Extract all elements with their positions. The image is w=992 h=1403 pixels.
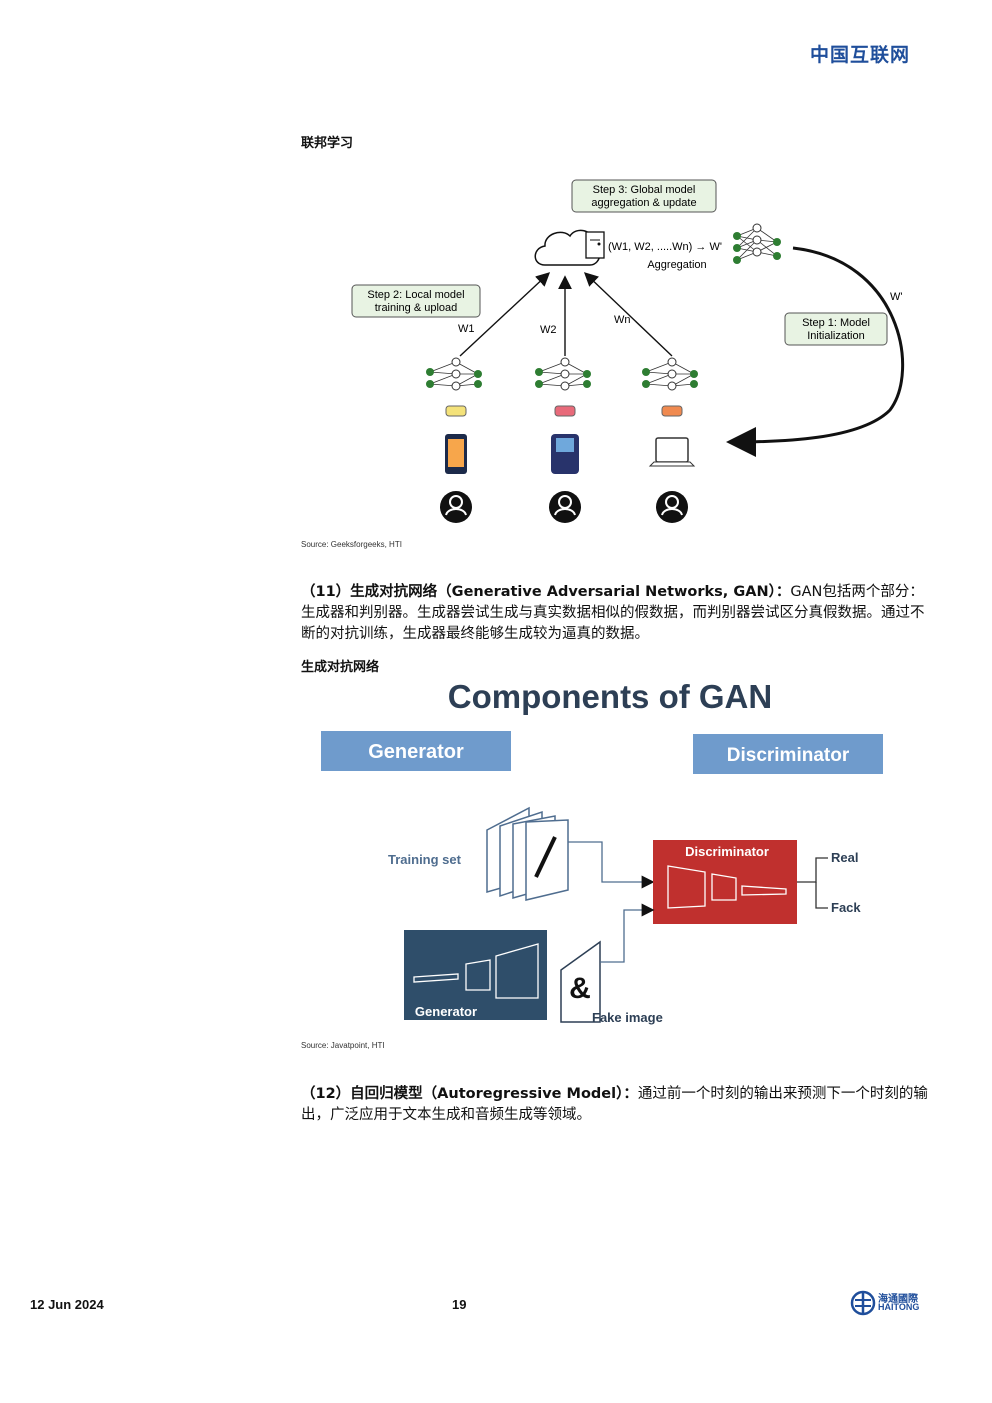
page-number: 19 [452, 1297, 467, 1312]
generator-banner-label: Generator [368, 741, 464, 763]
generator-box [404, 930, 547, 1020]
client-n [642, 357, 698, 523]
gan-components-diagram: Components of GAN Generator Discriminato… [321, 678, 883, 1025]
fake-data-arrow [600, 903, 655, 963]
paragraph-11-body: GAN包括两个部分：生成器和判别器。生成器尝试生成与真实数据相似的假数据，而判别… [301, 584, 925, 642]
footer-date: 12 Jun 2024 [30, 1297, 104, 1312]
w1-label: W1 [458, 323, 475, 335]
discriminator-layers [667, 865, 787, 909]
wn-label: Wn [614, 314, 631, 326]
step1-line2: Initialization [807, 330, 864, 342]
initialization-arrow [726, 246, 905, 457]
aggregation-label: Aggregation [647, 259, 706, 271]
aggregation-formula: (W1, W2, .....Wn) → W' [608, 241, 722, 253]
discriminator-banner [693, 734, 883, 774]
global-network-icon [733, 223, 781, 264]
step2-line2: training & upload [375, 302, 458, 314]
logo-english-text: HAITONG [878, 1302, 920, 1312]
upload-arrow-n [583, 272, 673, 357]
step2-line1: Step 2: Local model [367, 289, 464, 301]
discriminator-box [653, 840, 797, 924]
paragraph-11: （11）生成对抗网络（Generative Adversarial Networ… [301, 582, 931, 645]
logo-chinese-text: 海通國際 [878, 1294, 918, 1305]
fake-image-label: Fake image [592, 1010, 663, 1025]
gan-title: Components of GAN [448, 678, 772, 715]
figure2-source: Source: Javatpoint, HTI [301, 1041, 385, 1050]
real-branch [797, 857, 828, 883]
w-prime-label: W' [890, 291, 902, 303]
real-data-arrow [568, 841, 655, 889]
page-header-title: 中国互联网 [809, 44, 910, 66]
training-set-stack [486, 806, 569, 901]
paragraph-12-body: 通过前一个时刻的输出来预测下一个时刻的输出，广泛应用于文本生成和音频生成等领域。 [301, 1086, 928, 1123]
paragraph-12: （12）自回归模型（Autoregressive Model）：通过前一个时刻的… [301, 1084, 931, 1126]
ampersand-glyph: & [569, 972, 591, 1005]
step3-box: Step 3: Global model aggregation & updat… [571, 179, 717, 213]
step1-line1: Step 1: Model [802, 317, 870, 329]
fack-branch [815, 882, 828, 909]
client-2 [535, 357, 591, 523]
paragraph-11-heading: （11）生成对抗网络（Generative Adversarial Networ… [301, 584, 791, 600]
federated-learning-diagram: Step 3: Global model aggregation & updat… [351, 179, 905, 523]
upload-arrow-1 [459, 272, 551, 357]
fake-image-card [560, 940, 601, 1023]
haitong-logo-icon [850, 1290, 876, 1316]
step3-line1: Step 3: Global model [593, 184, 696, 196]
figure1-source: Source: Geeksforgeeks, HTI [301, 540, 402, 549]
generator-layers [413, 943, 539, 999]
client-1 [426, 357, 482, 523]
figure2-caption: 生成对抗网络 [301, 660, 380, 675]
discriminator-box-label: Discriminator [685, 844, 769, 859]
paragraph-12-heading: （12）自回归模型（Autoregressive Model）： [301, 1086, 638, 1102]
w2-label: W2 [540, 324, 557, 336]
haitong-logo: 海通國際 HAITONG [850, 1290, 930, 1316]
server-icon [585, 231, 605, 259]
generator-box-label: Generator [415, 1004, 477, 1019]
real-label: Real [831, 850, 858, 865]
figure1-caption: 联邦学习 [301, 136, 354, 151]
discriminator-banner-label: Discriminator [727, 745, 850, 766]
step3-line2: aggregation & update [591, 197, 696, 209]
fack-label: Fack [831, 900, 861, 915]
training-set-label: Training set [388, 852, 462, 867]
step1-box: Step 1: Model Initialization [784, 312, 888, 346]
step2-box: Step 2: Local model training & upload [351, 284, 481, 318]
generator-banner [321, 731, 511, 771]
